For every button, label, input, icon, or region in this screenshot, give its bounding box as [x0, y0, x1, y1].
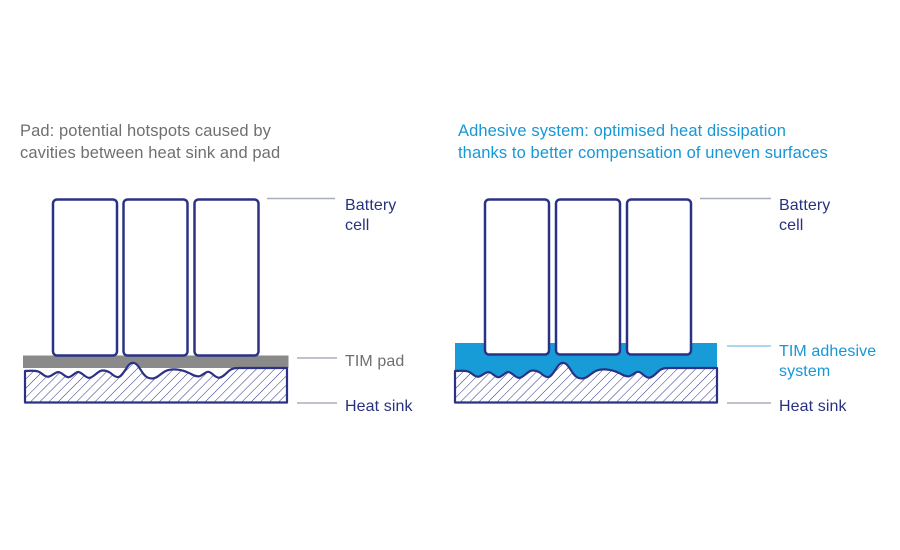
left-panel-title: Pad: potential hotspots caused by caviti…	[20, 120, 280, 164]
battery-label-line2: cell	[345, 217, 370, 234]
left-heat-sink-label: Heat sink	[345, 397, 413, 417]
right-tim-adhesive-label: TIM adhesive system	[779, 342, 876, 382]
left-title-line2: cavities between heat sink and pad	[20, 144, 281, 162]
right-heat-sink-label: Heat sink	[779, 397, 847, 417]
tim-adhesive-label-line2: system	[779, 363, 831, 380]
battery-label-line2: cell	[779, 217, 804, 234]
tim-pad-layer	[23, 355, 289, 368]
left-diagram	[23, 197, 337, 404]
heat-sink-label-line1: Heat sink	[779, 398, 847, 415]
right-diagram	[453, 197, 771, 404]
tim-pad-label-line1: TIM pad	[345, 353, 405, 370]
heat-sink-right	[453, 361, 719, 404]
battery-cell	[51, 198, 119, 357]
battery-cell	[193, 198, 260, 357]
left-battery-cell-label: Battery cell	[345, 196, 396, 236]
battery-cell	[122, 198, 189, 357]
tim-adhesive-label-line1: TIM adhesive	[779, 343, 877, 360]
battery-cell	[625, 198, 693, 356]
battery-label-line1: Battery	[779, 197, 831, 214]
right-panel-title: Adhesive system: optimised heat dissipat…	[458, 120, 828, 164]
left-title-line1: Pad: potential hotspots caused by	[20, 122, 271, 140]
heat-sink-label-line1: Heat sink	[345, 398, 413, 415]
left-tim-pad-label: TIM pad	[345, 352, 404, 372]
battery-cell	[483, 198, 551, 356]
right-title-line2: thanks to better compensation of uneven …	[458, 144, 828, 162]
heat-sink-left	[23, 361, 289, 404]
battery-cell	[554, 198, 622, 356]
battery-label-line1: Battery	[345, 197, 397, 214]
right-battery-cell-label: Battery cell	[779, 196, 830, 236]
right-title-line1: Adhesive system: optimised heat dissipat…	[458, 122, 787, 140]
